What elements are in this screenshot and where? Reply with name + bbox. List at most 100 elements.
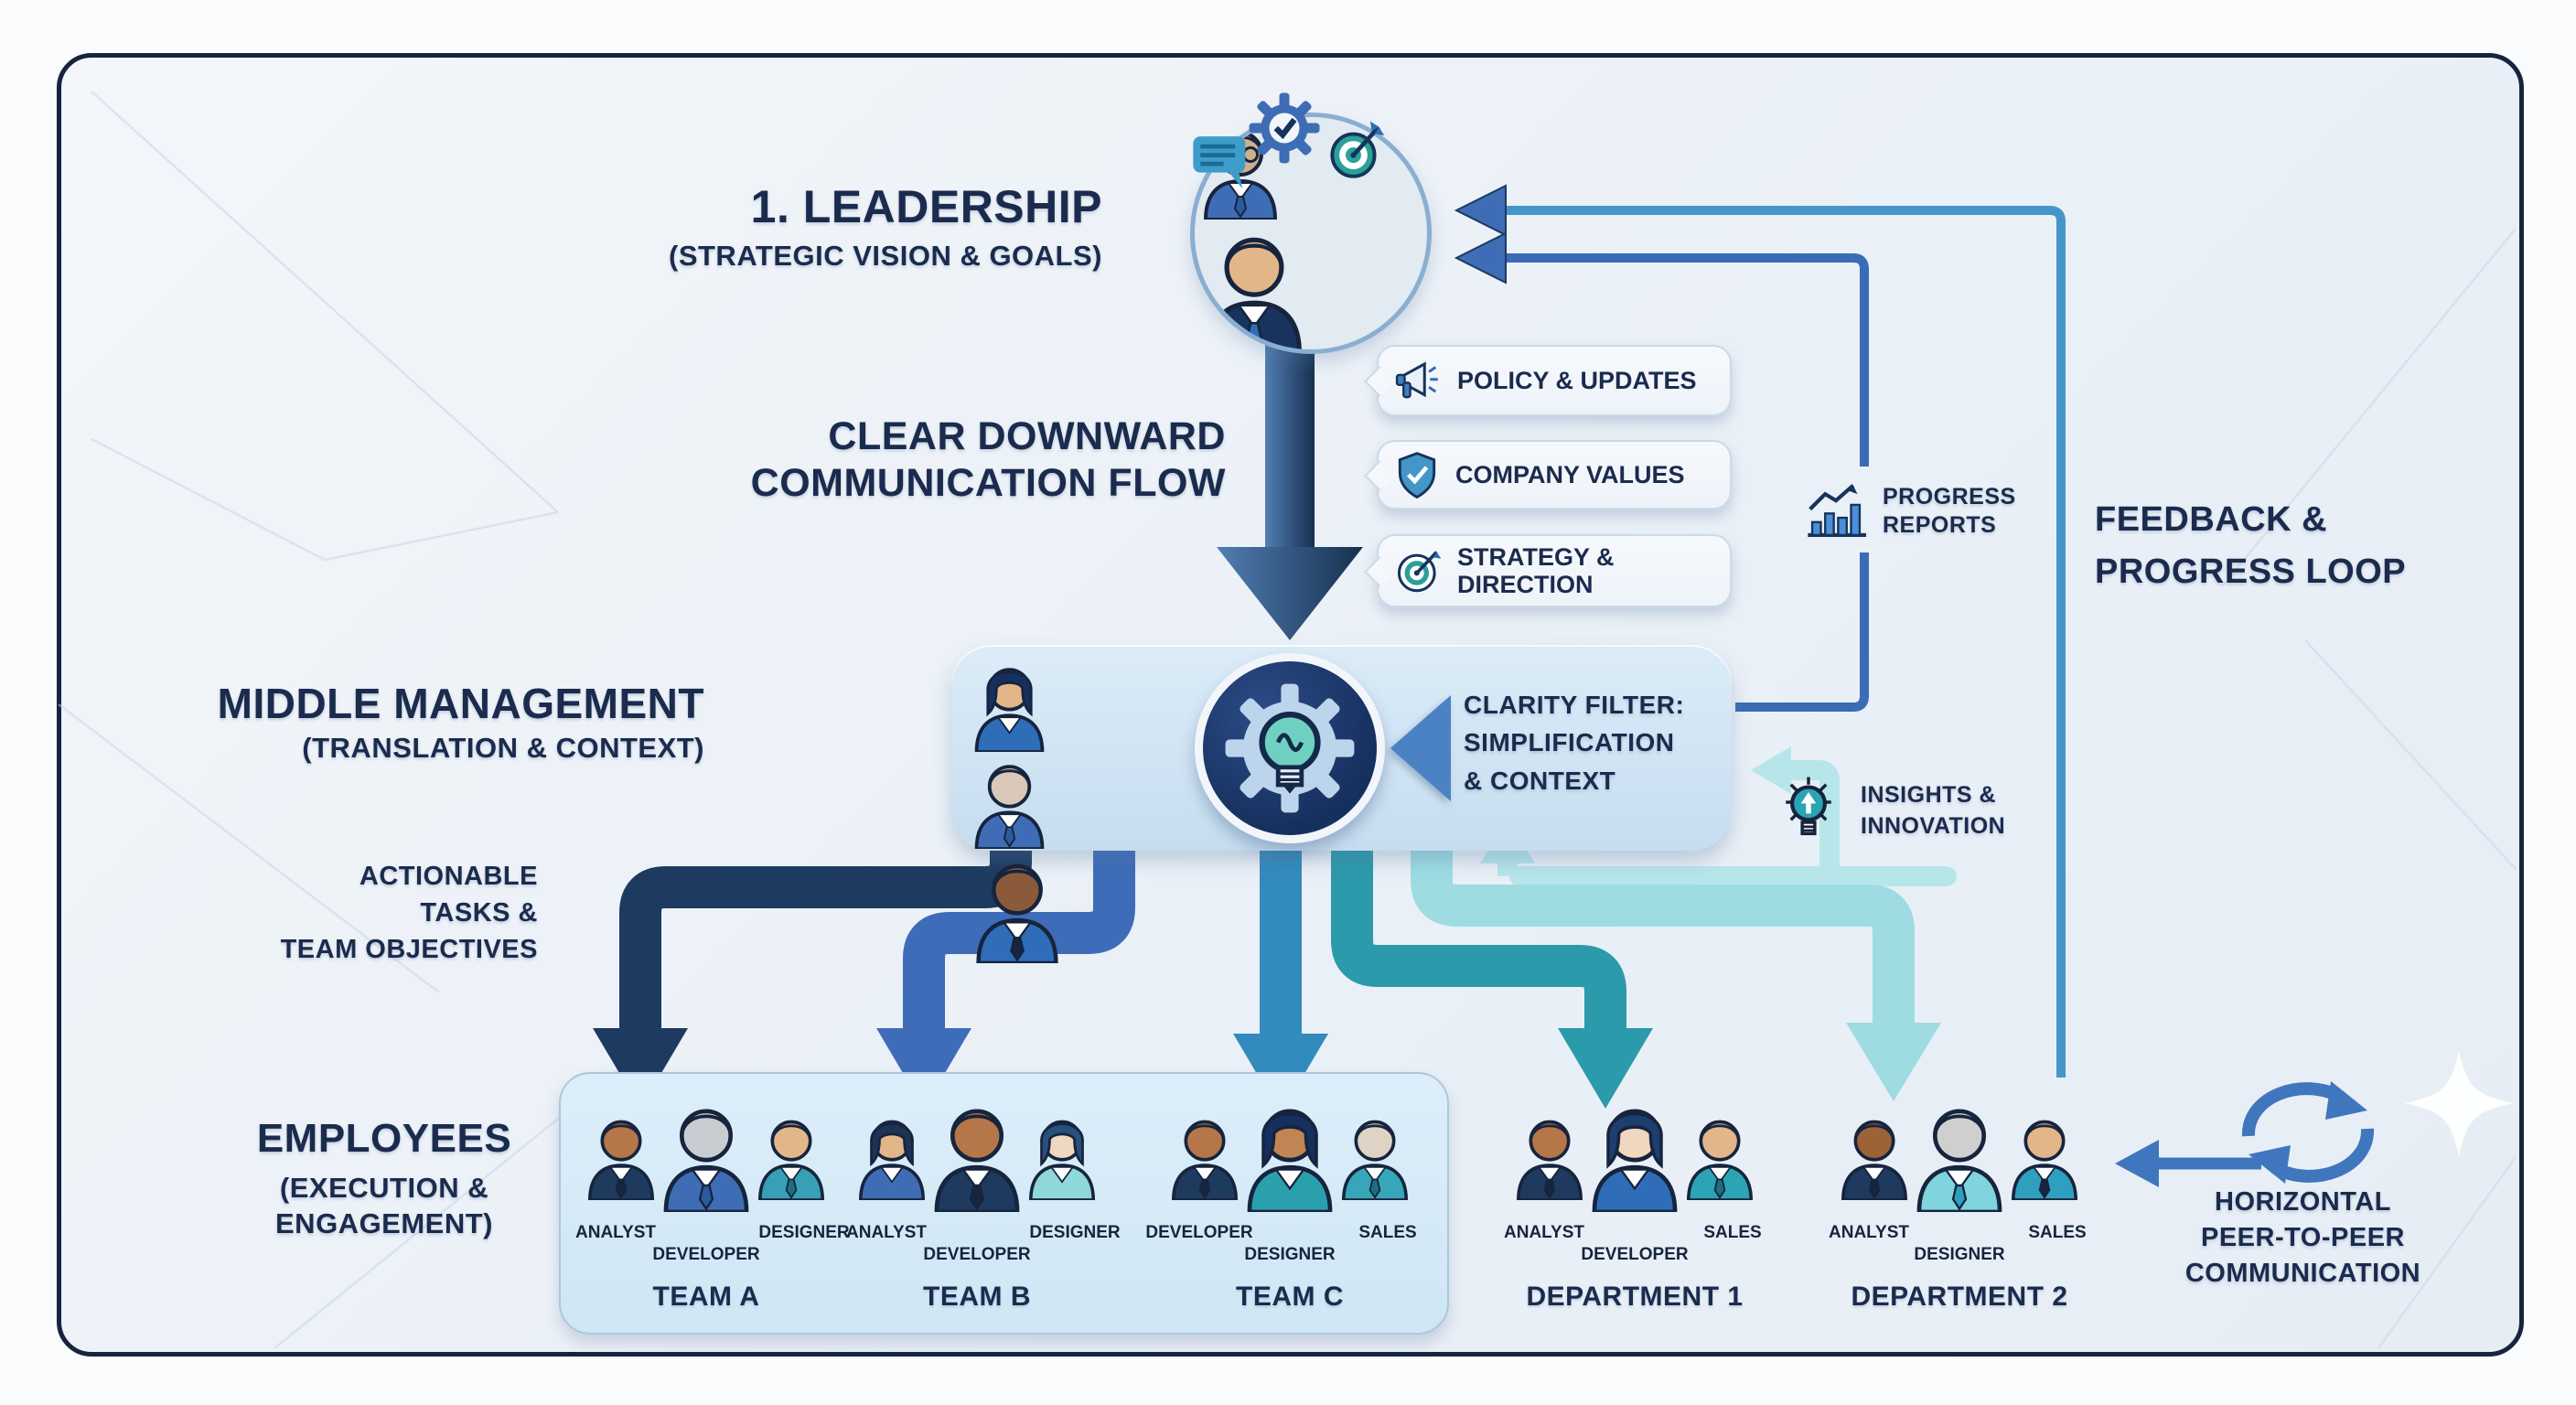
person-icon-wrap [966, 849, 1195, 963]
role-label: ANALYST [1504, 1223, 1584, 1242]
bar-chart-icon [1808, 484, 1866, 537]
group-name-label: TEAM A [652, 1282, 760, 1312]
filter-line2: SIMPLIFICATION [1464, 728, 1675, 757]
background-decor-lines [58, 91, 2517, 1349]
insights-innovation-label: INSIGHTS & INNOVATION [1861, 780, 2098, 842]
horizontal-peer-label: HORIZONTAL PEER-TO-PEER COMMUNICATION [2131, 1185, 2474, 1292]
employees-sub-line2: ENGAGEMENT) [275, 1207, 493, 1239]
horizontal-line3: COMMUNICATION [2184, 1259, 2421, 1289]
group-name-label: TEAM B [923, 1282, 1031, 1312]
feedback-line1: FEEDBACK & [2095, 500, 2328, 539]
person-icon [934, 1109, 1020, 1212]
leadership-title: 1. LEADERSHIP [750, 181, 1102, 232]
role-label: SALES [2028, 1223, 2087, 1242]
person-icon-wrap [966, 655, 1195, 752]
insights-left-arrowhead [1751, 746, 1791, 794]
clarity-filter-label: CLARITY FILTER: SIMPLIFICATION & CONTEXT [1464, 686, 1738, 799]
role-label: SALES [1358, 1223, 1417, 1242]
arrow-to-team-a [593, 846, 1032, 1109]
role-label: DEVELOPER [652, 1245, 760, 1264]
sparkle-decoration [2404, 1050, 2514, 1156]
bubble-strategy-label: STRATEGY & DIRECTION [1457, 543, 1615, 598]
megaphone-icon [1395, 361, 1438, 399]
person-icon [1207, 237, 1302, 349]
role-label: DEVELOPER [923, 1245, 1031, 1264]
person-icon [2011, 1120, 2078, 1200]
progress-reports-label: PROGRESS REPORTS [1883, 483, 2102, 541]
chevron-left-icon [1390, 695, 1451, 801]
role-label: DESIGNER [1244, 1245, 1336, 1264]
group-name-label: TEAM C [1236, 1282, 1344, 1312]
actionable-line1: ACTIONABLE [359, 862, 538, 891]
person-icon [974, 668, 1045, 752]
actionable-line3: TEAM OBJECTIVES [280, 935, 538, 965]
strategy-line2: DIRECTION [1457, 571, 1594, 598]
leadership-group [1190, 113, 1432, 354]
filter-line3: & CONTEXT [1464, 766, 1616, 795]
insights-line2: INNOVATION [1861, 812, 2006, 839]
speech-bubble-icon [1193, 136, 1246, 189]
person-icon-wrap [1582, 1093, 1688, 1212]
person-icon [1686, 1120, 1754, 1200]
gear-lightbulb-icon [1225, 683, 1355, 813]
middle-management-title: MIDDLE MANAGEMENT [217, 680, 704, 727]
flow-line1: CLEAR DOWNWARD [828, 414, 1226, 458]
person-icon-wrap [1833, 1108, 1916, 1200]
person-icon [1592, 1109, 1678, 1212]
arrow-to-department1 [1331, 846, 1653, 1109]
clarity-filter-badge [1195, 653, 1385, 843]
gear-check-icon [1249, 92, 1320, 164]
flow-line2: COMMUNICATION FLOW [750, 460, 1226, 505]
bubble-policy-updates: POLICY & UPDATES [1377, 345, 1732, 416]
employees-sub: (EXECUTION & ENGAGEMENT) [220, 1171, 549, 1242]
sync-icon [2242, 1081, 2374, 1184]
group-name-label: DEPARTMENT 2 [1851, 1282, 2068, 1312]
role-label: DESIGNER [1914, 1245, 2005, 1264]
role-label: DEVELOPER [1145, 1223, 1253, 1242]
person-icon [1516, 1120, 1583, 1200]
shield-icon [1398, 452, 1436, 499]
person-icon [974, 765, 1045, 849]
actionable-tasks-label: ACTIONABLE TASKS & TEAM OBJECTIVES [80, 858, 538, 968]
middle-management-subtitle: (TRANSLATION & CONTEXT) [302, 732, 704, 764]
feedback-line2: PROGRESS LOOP [2095, 552, 2407, 591]
leadership-subtitle: (STRATEGIC VISION & GOALS) [669, 240, 1102, 272]
person-icon [858, 1120, 926, 1200]
person-icon [663, 1109, 749, 1212]
person-icon-wrap [1195, 220, 1427, 349]
bubble-company-values: COMPANY VALUES [1377, 440, 1732, 509]
target-small-icon [1397, 551, 1442, 593]
feedback-loop-line [1454, 184, 2066, 1078]
person-icon-wrap [1164, 1108, 1246, 1200]
person-icon [587, 1120, 655, 1200]
person-icon [757, 1120, 825, 1200]
person-icon-wrap [653, 1093, 759, 1212]
person-icon-wrap [750, 1108, 832, 1200]
person-icon [1171, 1120, 1239, 1200]
progress-line1: PROGRESS [1883, 484, 2016, 509]
group-name-label: DEPARTMENT 1 [1526, 1282, 1744, 1312]
progress-line2: REPORTS [1883, 512, 1997, 539]
person-icon-wrap [580, 1108, 662, 1200]
arrow-to-department2 [1411, 846, 1941, 1101]
role-label: DESIGNER [758, 1223, 850, 1242]
person-icon-wrap [966, 752, 1195, 849]
person-icon [1841, 1120, 1908, 1200]
employees-label: EMPLOYEES (EXECUTION & ENGAGEMENT) [220, 1116, 549, 1242]
person-icon [976, 863, 1058, 963]
bubble-policy-label: POLICY & UPDATES [1457, 366, 1697, 394]
person-icon [1916, 1109, 2002, 1212]
person-icon [1341, 1120, 1409, 1200]
bubble-strategy-direction: STRATEGY & DIRECTION [1377, 534, 1732, 607]
role-label: DESIGNER [1029, 1223, 1121, 1242]
role-label: ANALYST [846, 1223, 927, 1242]
target-icon [1330, 121, 1385, 178]
horizontal-line1: HORIZONTAL [2215, 1187, 2391, 1217]
group-team-c: DEVELOPER DESIGNER SALES TEAM C [1125, 1093, 1454, 1331]
downward-flow-arrow [1217, 337, 1363, 640]
feedback-loop-label: FEEDBACK & PROGRESS LOOP [2095, 494, 2534, 598]
role-label: SALES [1703, 1223, 1762, 1242]
peer-arrow [2115, 1140, 2261, 1187]
